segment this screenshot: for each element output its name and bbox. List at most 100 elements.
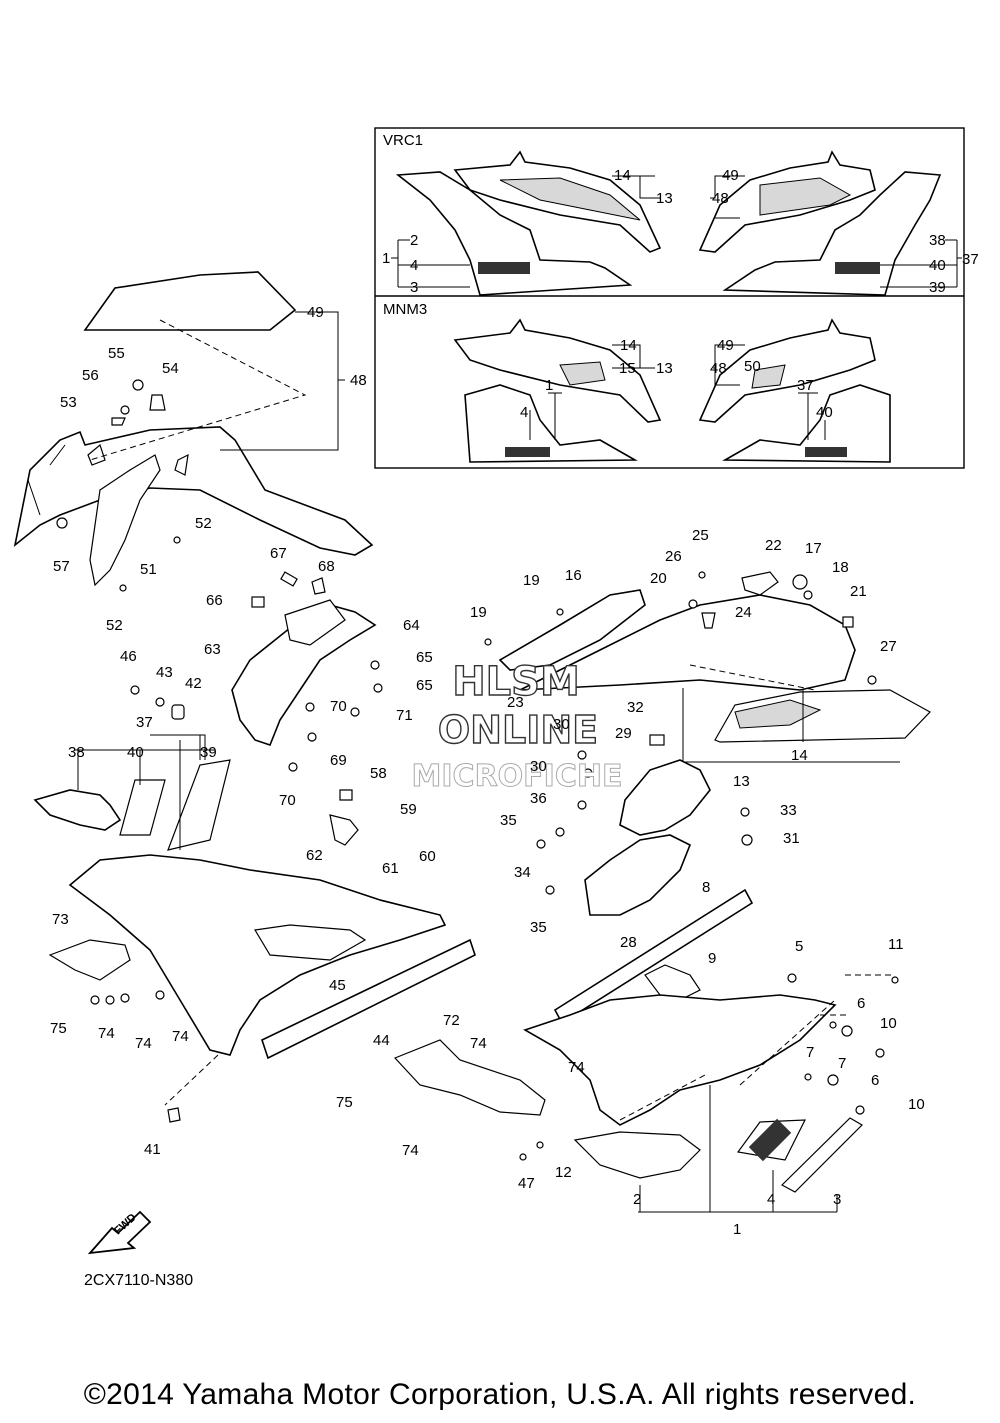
callout-69: 69 (330, 752, 347, 769)
mnm3-left-side-panel (464, 384, 638, 463)
callout-16: 16 (565, 567, 582, 584)
inner-cover-63 (231, 604, 377, 746)
callout-6b: 6 (871, 1072, 879, 1089)
mnm3-right-upper-panel (698, 318, 876, 423)
watermark-line-3: MICROFICHE (412, 759, 623, 794)
strip-3 (780, 1117, 863, 1193)
left-lower-cowl-main (68, 854, 447, 1056)
callout-71: 71 (396, 707, 413, 724)
callout-40b: 40 (816, 404, 833, 421)
bracket-73 (48, 939, 131, 981)
callout-48b: 48 (710, 360, 727, 377)
callout-34: 34 (514, 864, 531, 881)
callout-37c: 37 (136, 714, 153, 731)
box-22 (741, 571, 779, 596)
callout-75: 75 (50, 1020, 67, 1037)
callout-60: 60 (419, 848, 436, 865)
callout-10: 10 (880, 1015, 897, 1032)
part-code: 2CX7110-N380 (84, 1272, 194, 1289)
inner-panel (89, 454, 161, 587)
callout-54: 54 (162, 360, 179, 377)
fwd-arrow-icon: FWD (87, 1210, 152, 1255)
callout-8: 8 (702, 879, 710, 896)
callout-35: 35 (500, 812, 517, 829)
right-upper-cowl (484, 571, 931, 763)
callout-48c: 48 (350, 372, 367, 389)
callout-47: 47 (518, 1175, 535, 1192)
callout-63: 63 (204, 641, 221, 658)
watermark: HLSM ONLINE MICROFICHE (411, 658, 623, 794)
callout-10b: 10 (908, 1096, 925, 1113)
callout-50: 50 (744, 358, 761, 375)
callout-labels: 14 13 48 49 2 1 4 3 38 37 40 39 14 15 13… (50, 167, 979, 1238)
upper-cowl-assembly (13, 271, 374, 592)
callout-23: 23 (507, 694, 524, 711)
callout-2: 2 (410, 232, 418, 249)
right-lower-cowl-main (523, 994, 837, 1126)
callout-49b: 49 (717, 337, 734, 354)
callout-70b: 70 (279, 792, 296, 809)
callout-44: 44 (373, 1032, 390, 1049)
left-side-panel-38 (33, 789, 122, 831)
callout-1d: 1 (733, 1221, 741, 1238)
callout-38c: 38 (68, 744, 85, 761)
callout-68: 68 (318, 558, 335, 575)
callout-24: 24 (735, 604, 752, 621)
callout-4b: 4 (520, 404, 528, 421)
callout-30: 30 (553, 716, 570, 733)
vrc1-left-side-panel (395, 171, 633, 296)
callout-1: 1 (382, 250, 390, 267)
clip-41 (167, 1107, 181, 1123)
callout-35b: 35 (530, 919, 547, 936)
callout-52: 52 (195, 515, 212, 532)
callout-12: 12 (555, 1164, 572, 1181)
callout-39: 39 (929, 279, 946, 296)
variant-inset: VRC1 MNM3 (374, 127, 965, 469)
callout-2d: 2 (633, 1191, 641, 1208)
callout-19b: 19 (470, 604, 487, 621)
callout-59: 59 (400, 801, 417, 818)
callout-51: 51 (140, 561, 157, 578)
inset-label-vrc1: VRC1 (383, 132, 423, 149)
callout-38: 38 (929, 232, 946, 249)
callout-73: 73 (52, 911, 69, 928)
callout-74c: 74 (135, 1035, 152, 1052)
callout-26: 26 (665, 548, 682, 565)
callout-75b: 75 (336, 1094, 353, 1111)
mnm3-right-side-panel (722, 384, 891, 463)
callout-13b: 13 (656, 360, 673, 377)
left-lower-cowl (33, 734, 476, 1123)
callout-14d: 14 (791, 747, 808, 764)
callout-14: 14 (614, 167, 631, 184)
callout-29: 29 (615, 725, 632, 742)
callout-58: 58 (370, 765, 387, 782)
callout-46: 46 (120, 648, 137, 665)
callout-13: 13 (656, 190, 673, 207)
callout-74f: 74 (402, 1142, 419, 1159)
callout-56: 56 (82, 367, 99, 384)
callout-49c: 49 (307, 304, 324, 321)
callout-7: 7 (806, 1044, 814, 1061)
callout-48: 48 (712, 190, 729, 207)
callout-57: 57 (53, 558, 70, 575)
callout-19: 19 (523, 572, 540, 589)
callout-70: 70 (330, 698, 347, 715)
lower-strip-44 (261, 938, 476, 1060)
mnm3-left-upper-panel (453, 318, 662, 423)
callout-74b: 74 (172, 1028, 189, 1045)
callout-13d: 13 (733, 773, 750, 790)
duct-28 (584, 834, 692, 916)
windscreen-decal (83, 271, 297, 331)
vrc1-right-side-panel (722, 171, 942, 296)
callout-15: 15 (619, 360, 636, 377)
callout-7b: 7 (838, 1055, 846, 1072)
callout-31: 31 (783, 830, 800, 847)
callout-74e: 74 (568, 1059, 585, 1076)
callout-41: 41 (144, 1141, 161, 1158)
callout-9: 9 (708, 950, 716, 967)
callout-52b: 52 (106, 617, 123, 634)
duct-29 (619, 759, 711, 836)
side-cover-16 (498, 589, 646, 671)
bracket-72 (393, 1039, 546, 1116)
